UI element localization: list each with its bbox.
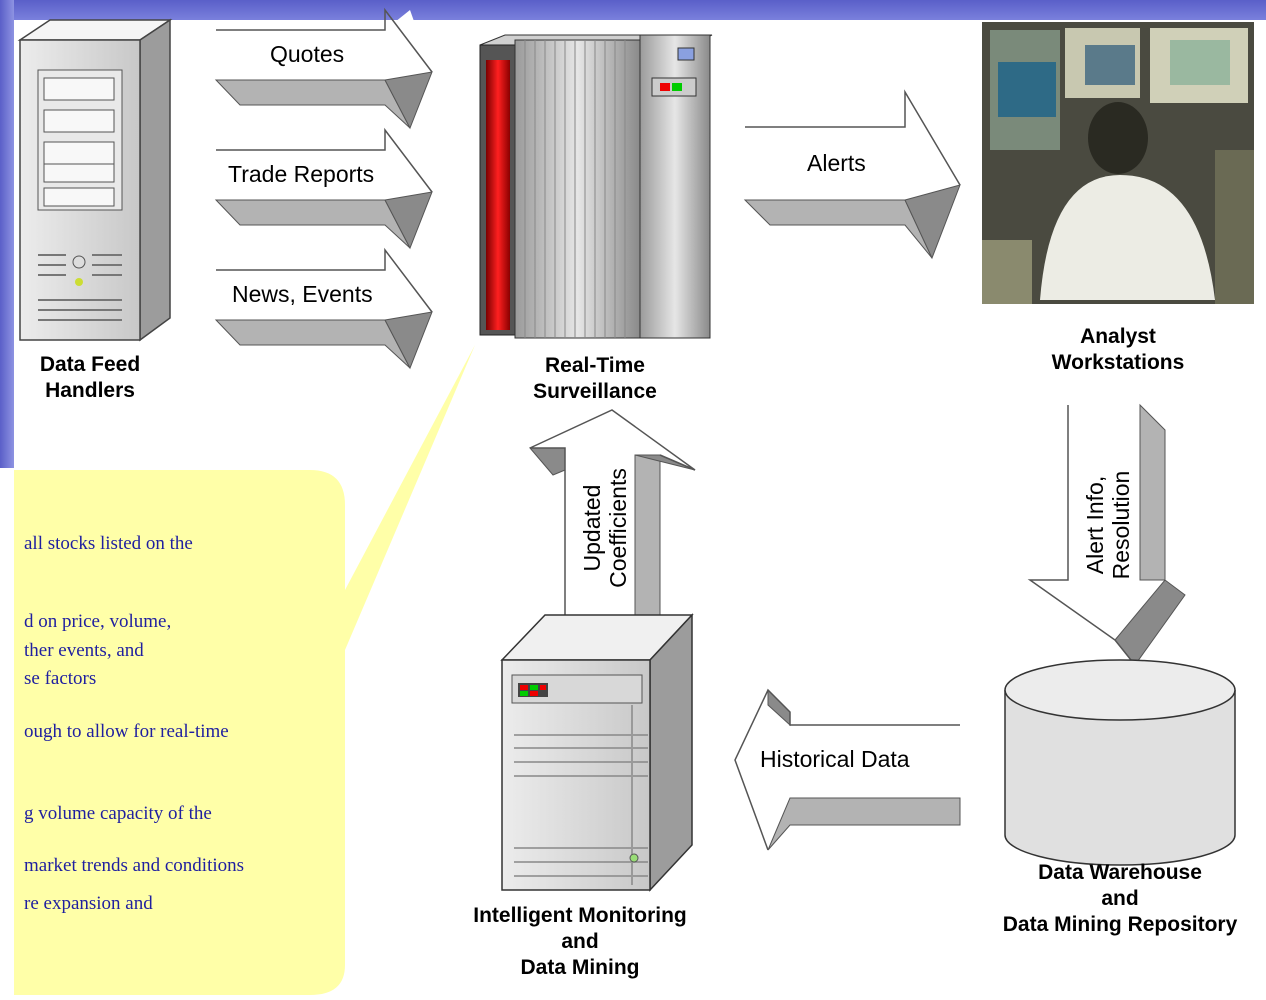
callout-line: ther events, and	[24, 640, 144, 661]
callout-line: re expansion and	[24, 893, 153, 914]
analyst-photo	[982, 22, 1254, 304]
left-accent-band	[0, 0, 14, 468]
label-alerts: Alerts	[807, 150, 866, 176]
label-updated-coefficients: Updated Coefficients	[579, 468, 631, 588]
arrow-quotes	[214, 7, 433, 130]
callout-bubble	[14, 345, 475, 995]
node-data-warehouse: Data Warehouse and Data Mining Repositor…	[1002, 861, 1238, 936]
mining-server-icon	[500, 613, 694, 892]
node-data-feed-handlers: Data Feed Handlers	[39, 353, 141, 402]
node-intelligent-monitoring: Intelligent Monitoring and Data Mining	[473, 904, 687, 979]
label-trade-reports: Trade Reports	[228, 161, 375, 187]
arrow-alerts	[743, 89, 961, 260]
callout-line: market trends and conditions	[24, 855, 245, 876]
label-alert-info: Alert Info, Resolution	[1082, 470, 1134, 580]
title-stripe	[0, 0, 1266, 20]
callout-line: g volume capacity of the	[24, 803, 212, 824]
arrow-historical-data	[734, 688, 961, 851]
label-news-events: News, Events	[232, 281, 373, 307]
arrow-news-events	[214, 247, 433, 370]
callout-line: ough to allow for real-time	[24, 721, 229, 742]
label-historical-data: Historical Data	[760, 746, 910, 772]
node-analyst-workstations: Analyst Workstations	[1051, 325, 1185, 374]
arrow-updated-coefficients	[528, 409, 696, 616]
callout-line: all stocks listed on the	[24, 533, 193, 554]
surveillance-mainframe-icon	[479, 34, 713, 339]
data-feed-server-icon	[17, 18, 173, 342]
node-real-time-surveillance: Real-Time Surveillance	[533, 354, 657, 403]
callout-line: se factors	[24, 668, 97, 689]
data-warehouse-cylinder-icon	[1004, 659, 1236, 866]
label-quotes: Quotes	[270, 41, 345, 67]
arrow-alert-info	[1027, 403, 1186, 666]
arrow-trade-reports	[214, 127, 433, 250]
callout-line: d on price, volume,	[24, 611, 172, 632]
